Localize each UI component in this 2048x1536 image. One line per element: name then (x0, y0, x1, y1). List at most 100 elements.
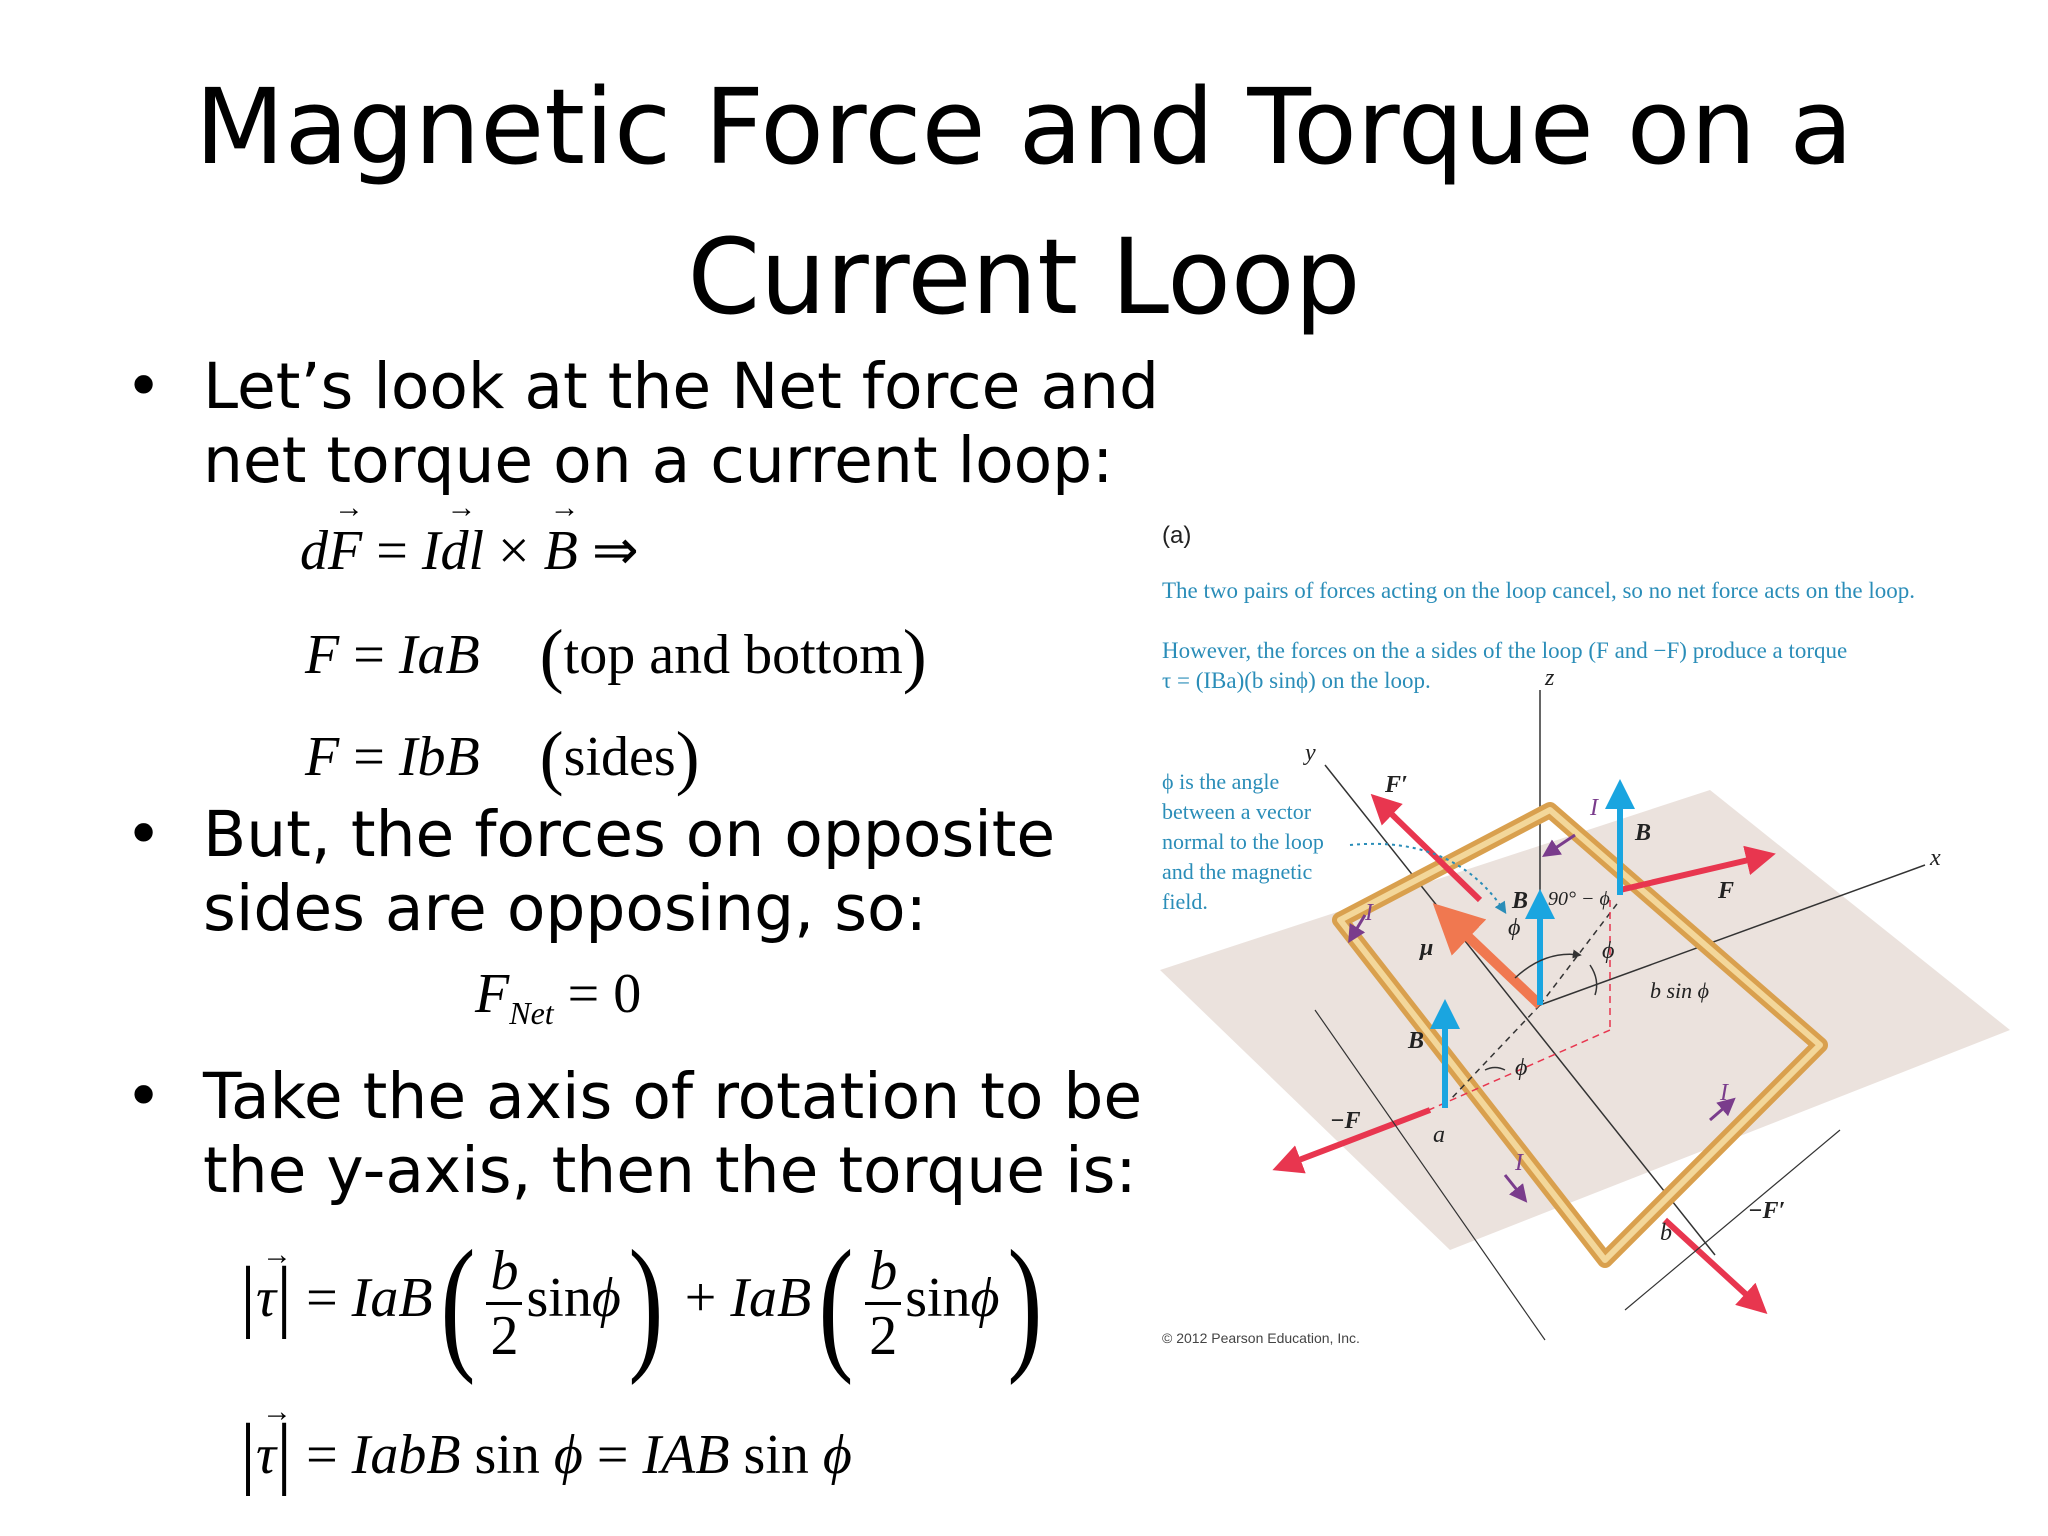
equation-torque-result: |τ| = IabB sin ϕ = IAB sin ϕ (240, 1395, 852, 1499)
eq2-note: top and bottom (563, 624, 903, 686)
figure-caption-2a: However, the forces on the a sides of th… (1162, 638, 1848, 663)
eq2-open-paren: ( (539, 615, 564, 695)
eq3-close-paren: ) (675, 717, 700, 797)
eq5-term-2: IaB (730, 1266, 812, 1329)
neg-force-prime-label: −F′ (1748, 1198, 1786, 1224)
eq3-rhs: IbB (398, 726, 480, 788)
current-label-3: I (1720, 1080, 1728, 1106)
bullet-1-line-2: net torque on a current loop: (203, 424, 1114, 497)
eq6-term-1: IabB (351, 1424, 461, 1486)
side-b-label: b (1660, 1220, 1672, 1246)
neg-force-label: −F (1330, 1108, 1361, 1134)
current-label-1: I (1590, 795, 1598, 821)
eq3-open-paren: ( (539, 717, 564, 797)
eq1-force-vector: F (328, 491, 364, 583)
y-axis (1324, 764, 1716, 1256)
loop-diagram (1160, 690, 2010, 1341)
eq5-phi: ϕ (970, 1266, 1000, 1329)
eq1-equals: = (362, 520, 422, 582)
eq6-torque-vector: τ (256, 1395, 292, 1487)
eq5-plus: + (670, 1266, 731, 1329)
x-axis (1539, 864, 1926, 1006)
eq5-term-1: IaB (351, 1266, 433, 1329)
current-arrow-2 (1348, 914, 1367, 944)
eq3-lhs: F (305, 726, 340, 788)
eq1-length-vector: dl (440, 491, 484, 583)
current-arrow-1 (1542, 833, 1576, 857)
eq6-phi-2: ϕ (822, 1424, 852, 1486)
side-note-line-3: normal to the loop (1162, 829, 1324, 854)
force-top-arrow (1370, 793, 1483, 903)
bullet-1-line-1: Let’s look at the Net force and (203, 350, 1159, 423)
eq2-lhs: F (305, 624, 340, 686)
current-arrow-4 (1709, 1097, 1736, 1122)
eq1-implies: ⇒ (577, 520, 639, 582)
eq6-abs-left: | (240, 1409, 257, 1497)
eq6-equals-1: = (292, 1424, 352, 1486)
eq2-close-paren: ) (902, 615, 927, 695)
force-bottom-arrow (1662, 1217, 1768, 1315)
field-label-left: B (1408, 1028, 1425, 1054)
side-note-line-2: between a vector (1162, 799, 1312, 824)
field-label-right: B (1635, 820, 1652, 846)
eq1-cross: × (484, 520, 544, 582)
eq5-abs-left: | (240, 1251, 257, 1340)
title-line-2: Current Loop (687, 216, 1361, 338)
eq1-d: d (300, 520, 328, 582)
horizontal-plane (1160, 790, 2010, 1250)
eq5-numerator: b (869, 1239, 898, 1302)
eq4-rhs: = 0 (553, 963, 642, 1025)
equation-force-sides: F = IbB (sides) (305, 716, 700, 799)
side-note-line-4: and the magnetic (1162, 859, 1313, 884)
field-label-center: B (1512, 888, 1529, 914)
eq6-phi-1: ϕ (553, 1424, 583, 1486)
side-a-label: a (1433, 1122, 1445, 1148)
bullet-3-line-1: Take the axis of rotation to be (203, 1060, 1143, 1133)
figure-side-note: ϕ is the angle between a vector normal t… (1162, 767, 1324, 917)
slide-title: Magnetic Force and Torque on a Current L… (0, 52, 2048, 352)
eq2-rhs: IaB (398, 624, 480, 686)
figure-label: (a) (1162, 522, 1192, 549)
magnetic-moment-arrow (1432, 903, 1544, 1009)
bullet-marker: • (125, 1060, 163, 1133)
eq6-sin-2: sin (729, 1424, 823, 1486)
title-line-1: Magnetic Force and Torque on a (194, 66, 1854, 188)
bullet-2-line-2: sides are opposing, so: (203, 872, 927, 945)
phi-label-2: ϕ (1602, 938, 1615, 964)
side-note-line-5: field. (1162, 889, 1208, 914)
phi-label-3: ϕ (1515, 1055, 1528, 1081)
eq6-term-2: IAB (642, 1424, 730, 1486)
eq6-equals-2: = (582, 1424, 643, 1486)
eq5-abs-right: | (276, 1251, 293, 1340)
z-label: z (1545, 665, 1555, 691)
b-sin-phi-label: b sin ϕ (1650, 978, 1710, 1003)
eq1-field-vector: B (544, 491, 580, 583)
eq3-equals: = (339, 726, 399, 788)
eq3-note: sides (563, 726, 676, 788)
moment-label: μ (1420, 935, 1434, 961)
bullet-marker: • (125, 350, 163, 423)
bullet-2-line-1: But, the forces on opposite (203, 798, 1056, 871)
x-label: x (1930, 845, 1941, 871)
eq6-sin-1: sin (460, 1424, 554, 1486)
force-right-arrow (1619, 845, 1776, 893)
side-note-line-1: ϕ is the angle (1162, 769, 1280, 794)
current-label-2: I (1365, 900, 1373, 926)
equation-force-element: dF = Idl × B ⇒ (300, 491, 639, 583)
eq1-current: I (421, 520, 441, 582)
force-prime-label: F′ (1385, 772, 1408, 798)
eq5-sin: sin (905, 1266, 971, 1329)
eq6-abs-right: | (276, 1409, 293, 1497)
copyright: © 2012 Pearson Education, Inc. (1162, 1330, 1360, 1346)
eq5-denominator: 2 (869, 1304, 898, 1367)
current-loop-figure: (a) The two pairs of forces acting on th… (1150, 510, 2020, 1350)
eq5-phi: ϕ (591, 1266, 621, 1329)
eq2-equals: = (339, 624, 399, 686)
eq4-force: F (475, 963, 510, 1025)
force-label: F (1718, 878, 1735, 904)
equation-force-top-bottom: F = IaB (top and bottom) (305, 614, 927, 697)
figure-caption-2b: τ = (IBa)(b sinϕ) on the loop. (1162, 668, 1431, 693)
